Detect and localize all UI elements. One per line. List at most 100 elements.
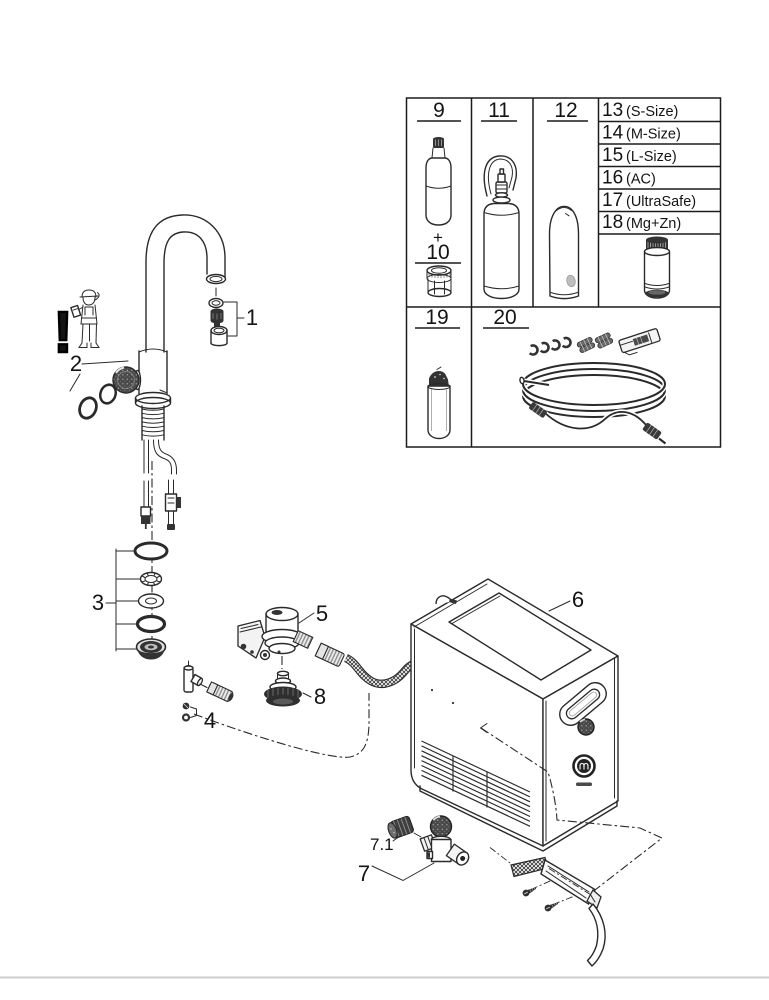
table-cell-filter-variants: 13 (S-Size) 14 (M-Size) 15 (L-Size) 16 (… [599,100,720,299]
cooler-inlet-fitting [435,595,457,605]
braided-hose [343,654,418,689]
callout-number-5: 5 [316,601,328,626]
aerator-set: 1 [208,287,258,347]
screw-set: 4 [181,702,216,733]
part-label-18: (Mg+Zn) [626,216,681,232]
callout-number-3: 3 [92,590,104,615]
faucet-connection-hoses [140,439,181,530]
parts-table-border [405,97,722,448]
callout-number-7: 7 [358,861,370,886]
callout-7: 7 [358,861,435,886]
part-number-20: 20 [493,306,516,329]
filter-variant-row: 15 (L-Size) [599,145,720,168]
part-number-12: 12 [554,99,577,122]
filter-head: 8 [264,670,326,709]
cooler-control-knob [577,718,595,736]
oring-small [135,614,167,634]
oring-large [133,541,169,561]
hose-couplings-drawing [576,332,614,353]
strap-screw [544,902,559,912]
part-number-16: 16 [602,168,623,189]
filter-variant-row: 16 (AC) [599,168,720,190]
mounting-strap [510,856,606,967]
strap-clamp-plate [540,858,596,906]
co2-bottle-small-drawing [425,137,452,226]
threaded-plug [206,681,234,702]
faucet-spout [145,214,227,353]
callout-4: 4 [190,706,216,733]
power-cable-drawing [529,402,667,445]
faucet-body [112,348,172,410]
co2-adapter-nut-drawing [426,265,452,298]
filter-cartridge-drawing [643,236,671,299]
callout-1: 1 [223,301,258,337]
tee-fitting [183,660,234,702]
badge-caption-micro-text [576,782,592,786]
part-label-15: (L-Size) [626,149,677,165]
callout-number-4: 4 [204,708,216,733]
body-orings [78,383,118,420]
warning-exclamation-icon: ! [53,300,72,365]
filter-variant-row: 14 (M-Size) [599,123,720,145]
valve-cap [387,815,414,839]
mounting-nut [135,638,167,660]
part-label-13: (S-Size) [626,104,678,120]
part-label-14: (M-Size) [626,127,681,143]
flat-washer [137,593,165,609]
parts-table: 9 + 10 [405,97,722,448]
cooler-base-rim [419,785,618,852]
callout-6: 6 [548,587,584,612]
part-number-17: 17 [602,190,623,211]
warning-note: ! [52,289,100,366]
retaining-clips-drawing [527,336,572,356]
callout-2: 2 [69,351,129,392]
grohe-logo-badge-icon [572,754,596,786]
strap-tail [586,903,606,967]
faucet-handle-knob [112,366,140,394]
callout-number-8: 8 [314,684,326,709]
part-label-16: (AC) [626,172,656,188]
table-cell-install-kit: 20 [483,306,668,445]
toothed-washer [139,571,163,587]
part-number-10: 10 [426,241,449,264]
table-cell-cleaning-cartridge: 19 [415,306,460,440]
callout-number-7-1: 7.1 [370,835,394,854]
filter-variant-row: 18 (Mg+Zn) [599,212,720,235]
plus-sign: + [433,228,443,247]
callout-number-1: 1 [246,305,258,330]
part-number-13: 13 [602,100,623,121]
callout-3: 3 [92,548,141,652]
part-number-18: 18 [602,212,623,233]
co2-large-bottle-drawing [483,155,520,300]
callout-number-6: 6 [572,587,584,612]
coiled-hose-drawing [519,360,668,420]
supply-valve-assembly: 7.1 7 [358,815,470,886]
cooler-unit: 6 [410,578,619,852]
part-number-9: 9 [433,99,445,122]
callout-5: 5 [298,601,328,626]
part-number-19: 19 [425,306,448,329]
table-cell-co2-large-bottle: 11 [481,99,520,300]
part-number-11: 11 [488,99,510,122]
callout-8: 8 [302,684,326,709]
part-number-14: 14 [602,123,624,144]
table-cell-carafe: 12 [547,99,588,300]
installer-figure-icon [70,289,100,348]
cooler-handle [559,682,607,726]
filter-variant-row: 13 (S-Size) [599,100,720,123]
pressure-regulator: 5 [237,601,345,667]
valve-body [426,815,470,866]
cooler-vent-grille [421,740,531,827]
part-number-15: 15 [602,145,623,166]
faucet-threaded-shank [141,405,165,441]
callout-number-2: 2 [70,351,82,376]
part-label-17: (UltraSafe) [626,194,696,210]
carafe-drawing [548,205,580,300]
mounting-clip-drawing [618,328,661,356]
faucet-assembly: 2 1 [69,214,258,660]
strap-screw [522,887,537,897]
table-cell-co2-bottle: 9 + 10 [415,99,461,298]
filter-variant-row: 17 (UltraSafe) [599,190,720,213]
